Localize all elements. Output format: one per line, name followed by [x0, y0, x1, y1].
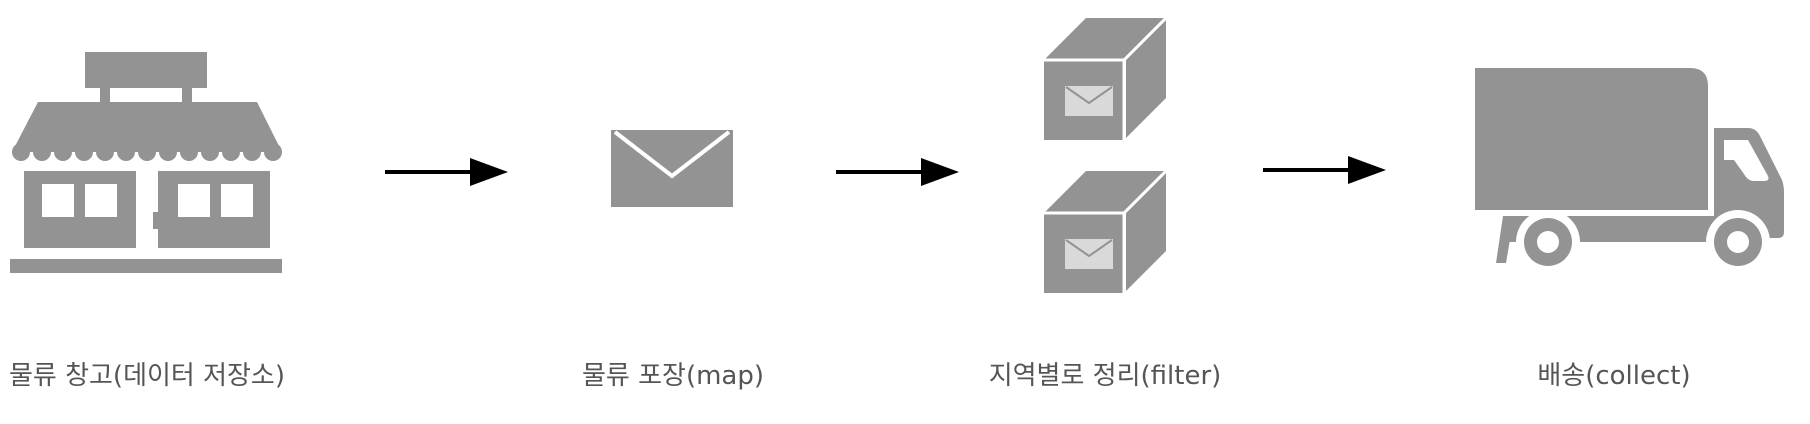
- box-icon: [1044, 18, 1168, 140]
- step-label-packaging: 물류 포장(map): [582, 361, 764, 391]
- arrow-1: [385, 158, 508, 186]
- boxes-icon: [1044, 18, 1168, 293]
- box-icon: [1044, 169, 1168, 293]
- arrow-3: [1263, 156, 1386, 184]
- step-label-delivery: 배송(collect): [1537, 361, 1691, 391]
- truck-icon: [1475, 68, 1784, 274]
- step-label-warehouse: 물류 창고(데이터 저장소): [8, 361, 286, 391]
- step-label-sorting: 지역별로 정리(filter): [988, 361, 1222, 391]
- store-icon: [10, 52, 282, 273]
- envelope-icon: [611, 130, 733, 207]
- arrow-2: [836, 158, 959, 186]
